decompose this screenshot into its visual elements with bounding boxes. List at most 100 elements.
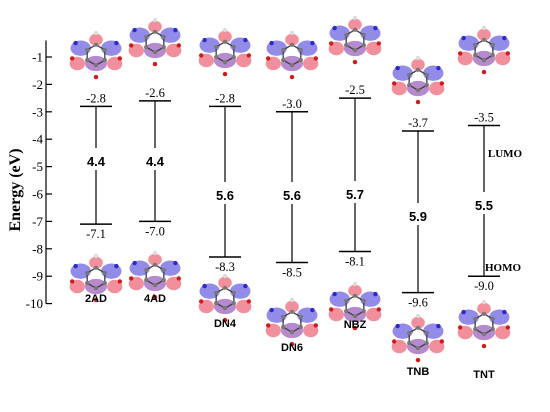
carbon-atom [214,44,219,49]
substituent-atom [289,297,295,303]
carbon-atom [222,285,228,290]
carbon-atom [473,42,478,47]
2ad-homo-orbital [69,253,123,303]
carbon-atom [152,262,158,267]
substituent-atom [128,276,134,281]
substituent-atom [173,27,178,33]
carbon-atom [481,58,487,63]
homo-value-2ad: -7.1 [86,227,106,241]
gap-value-dn6: 5.6 [283,188,301,203]
gap-value-nbz: 5.7 [346,187,364,202]
carbon-atom [93,265,99,270]
substituent-atom [505,325,511,330]
carbon-atom [222,306,228,311]
carbon-atom [407,341,412,346]
substituent-atom [391,339,397,344]
carbon-atom [214,290,219,295]
2ad-lumo-orbital [69,30,123,80]
substituent-atom [117,56,123,61]
carbon-atom [424,72,429,77]
carbon-atom [144,267,149,272]
molecule-label-4ad: 4AD [144,293,166,305]
substituent-atom [93,297,99,303]
substituent-atom [352,281,358,287]
substituent-atom [69,56,75,61]
substituent-atom [246,53,252,58]
dn4-lumo-orbital [198,27,252,77]
carbon-atom [361,32,366,37]
carbon-atom [490,53,495,58]
carbon-atom [152,50,158,55]
carbon-atom [415,325,421,330]
homo-value-dn4: -8.3 [215,260,235,274]
carbon-atom [231,55,236,60]
substituent-atom [461,309,466,315]
substituent-atom [313,56,319,61]
substituent-atom [222,71,228,77]
substituent-atom [128,43,134,48]
substituent-atom [269,40,274,46]
substituent-atom [246,299,252,304]
substituent-atom [395,323,400,329]
substituent-atom [310,307,315,313]
y-tick-label: -7 [32,214,43,229]
carbon-atom [161,45,166,50]
y-tick-label: -3 [32,104,43,119]
substituent-atom [415,99,421,105]
substituent-atom [352,59,358,65]
carbon-atom [415,88,421,93]
substituent-atom [481,299,487,305]
carbon-atom [298,47,303,52]
carbon-atom [289,63,295,68]
tnt-homo-orbital [457,299,511,349]
carbon-atom [281,314,286,319]
substituent-atom [481,25,487,31]
lumo-value-4ad: -2.6 [145,86,165,100]
dn6-homo-orbital [265,297,319,347]
carbon-atom [85,281,90,286]
carbon-atom [352,314,358,319]
carbon-atom [473,53,478,58]
substituent-atom [376,41,382,46]
lumo-value-tnt: -3.5 [474,111,494,125]
lumo-value-nbz: -2.5 [345,83,365,97]
carbon-atom [361,298,366,303]
substituent-atom [415,313,421,319]
carbon-atom [144,278,149,283]
carbon-atom [93,42,99,47]
orbital-lobe [89,33,103,46]
carbon-atom [152,29,158,34]
homo-value-tnt: -9.0 [474,279,494,293]
substituent-atom [310,40,315,46]
legend-homo-label: HOMO [485,262,521,274]
carbon-atom [481,37,487,42]
tnt-lumo-orbital [457,25,511,75]
substituent-atom [176,276,182,281]
substituent-atom [132,27,137,33]
nbz-homo-orbital [328,281,382,331]
y-tick-label: -2 [32,77,43,92]
substituent-atom [132,260,137,266]
carbon-atom [490,327,495,332]
carbon-atom [352,293,358,298]
substituent-atom [152,250,158,256]
molecule-label-2ad: 2AD [85,293,107,305]
carbon-atom [490,316,495,321]
carbon-atom [407,72,412,77]
substituent-atom [93,30,99,36]
carbon-atom [298,58,303,63]
substituent-atom [173,260,178,266]
substituent-atom [502,309,507,315]
substituent-atom [69,279,75,284]
carbon-atom [93,63,99,68]
substituent-atom [152,61,158,67]
carbon-atom [289,309,295,314]
substituent-atom [198,53,204,58]
carbon-atom [85,270,90,275]
substituent-atom [222,273,228,279]
substituent-atom [269,307,274,313]
carbon-atom [231,44,236,49]
